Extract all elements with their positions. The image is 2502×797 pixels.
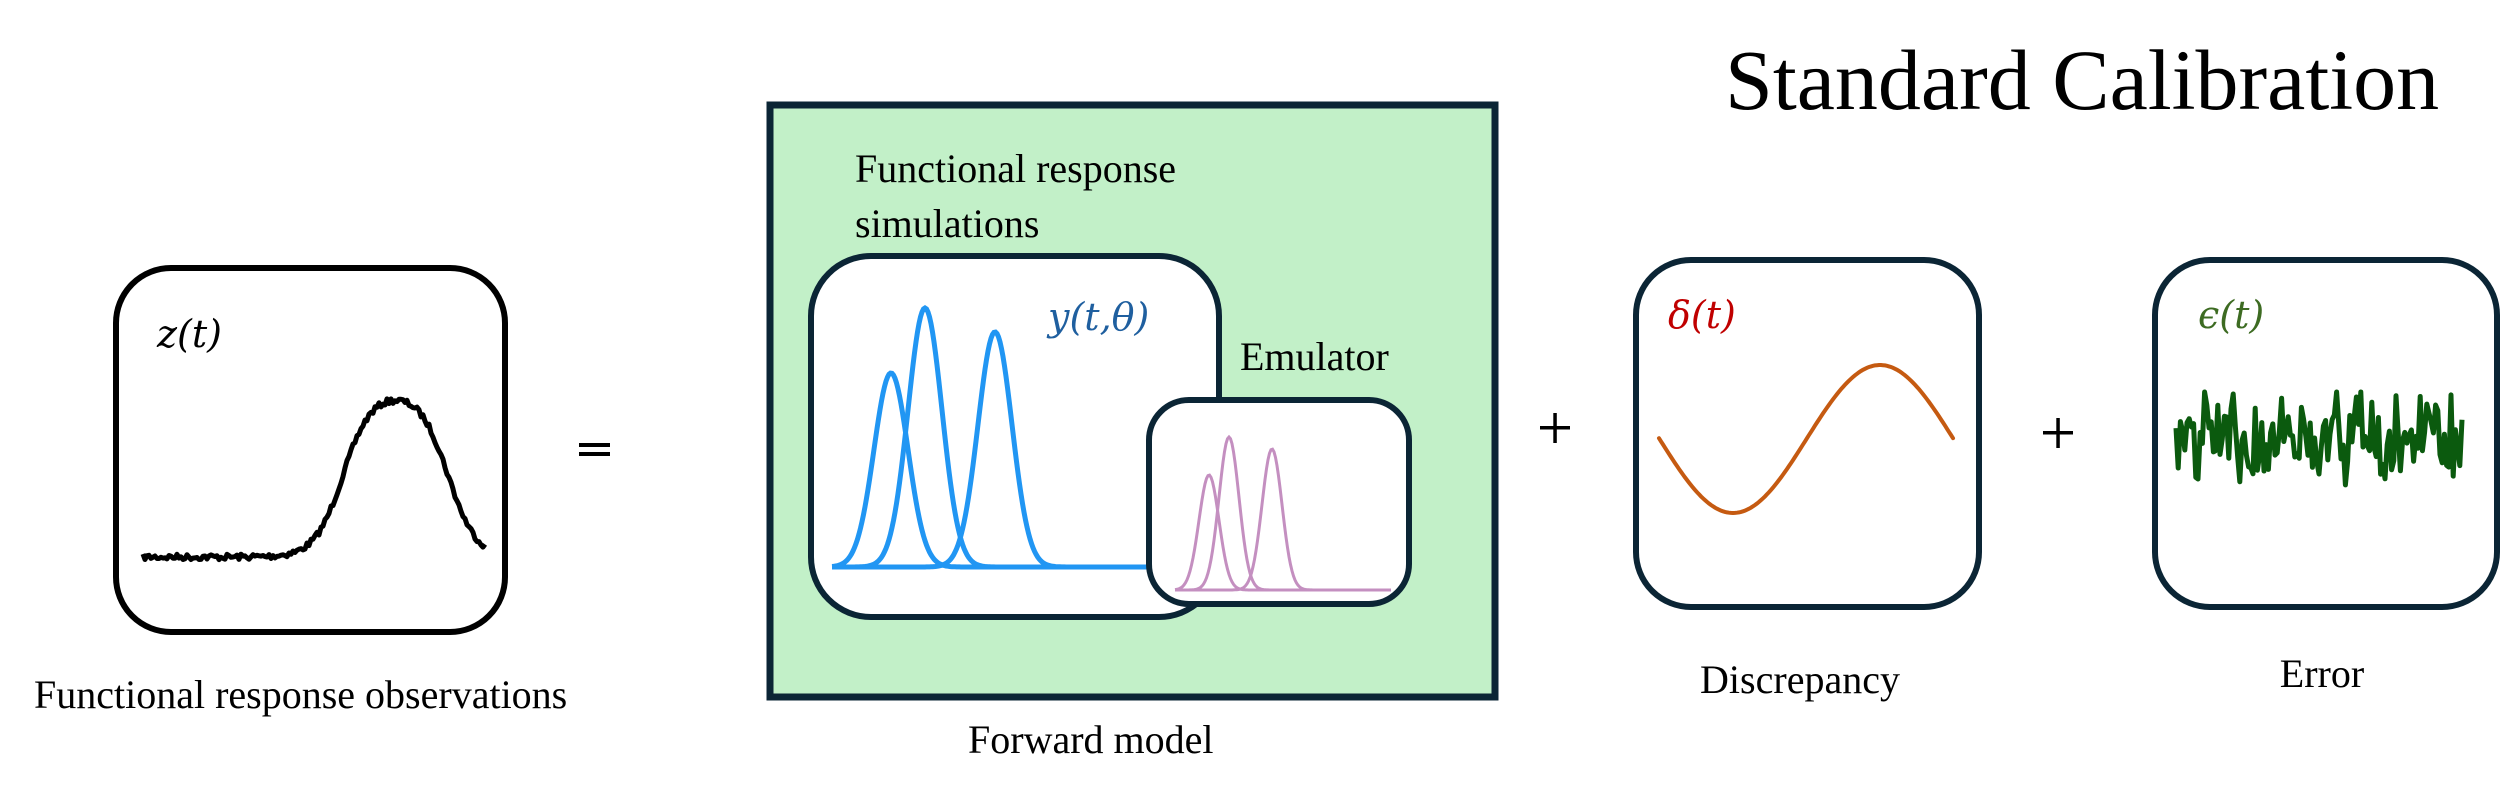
- observations-caption: Functional response observations: [34, 672, 567, 717]
- forward-model-caption: Forward model: [968, 717, 1214, 762]
- plus-sign-2: [2043, 418, 2073, 448]
- error-caption: Error: [2280, 651, 2364, 696]
- error-curve: [2173, 389, 2465, 488]
- observations-math-label: z(t): [156, 312, 222, 356]
- diagram-title: Standard Calibration: [1725, 32, 2439, 128]
- forward-model-panel: Functional response simulations y(t,θ) E…: [766, 101, 1499, 762]
- emulator-curves: [1174, 434, 1391, 592]
- simulation-curves: [831, 304, 1150, 570]
- emulator-curve-3: [1175, 447, 1391, 592]
- discrepancy-box: [1633, 257, 1982, 610]
- discrepancy-panel: δ(t) Discrepancy: [1633, 257, 1982, 702]
- error-panel: ϵ(t) Error: [2152, 257, 2500, 696]
- discrepancy-math-label: δ(t): [1668, 293, 1736, 337]
- observations-panel: z(t) Functional response observations: [34, 265, 567, 717]
- simulations-title-line1: Functional response: [855, 146, 1176, 191]
- equals-sign: [579, 443, 610, 456]
- emulator-box: [1146, 397, 1412, 607]
- simulations-math-label: y(t,θ): [1046, 295, 1149, 339]
- simulation-curve-3: [832, 329, 1150, 570]
- discrepancy-curve: [1657, 363, 1955, 516]
- discrepancy-caption: Discrepancy: [1700, 657, 1900, 702]
- simulations-title-line2: simulations: [855, 201, 1039, 246]
- emulator-label: Emulator: [1240, 334, 1389, 379]
- error-math-label: ϵ(t): [2198, 293, 2264, 337]
- plus-sign-1: [1540, 413, 1570, 443]
- observations-curve: [140, 396, 488, 563]
- observations-box: [113, 265, 508, 635]
